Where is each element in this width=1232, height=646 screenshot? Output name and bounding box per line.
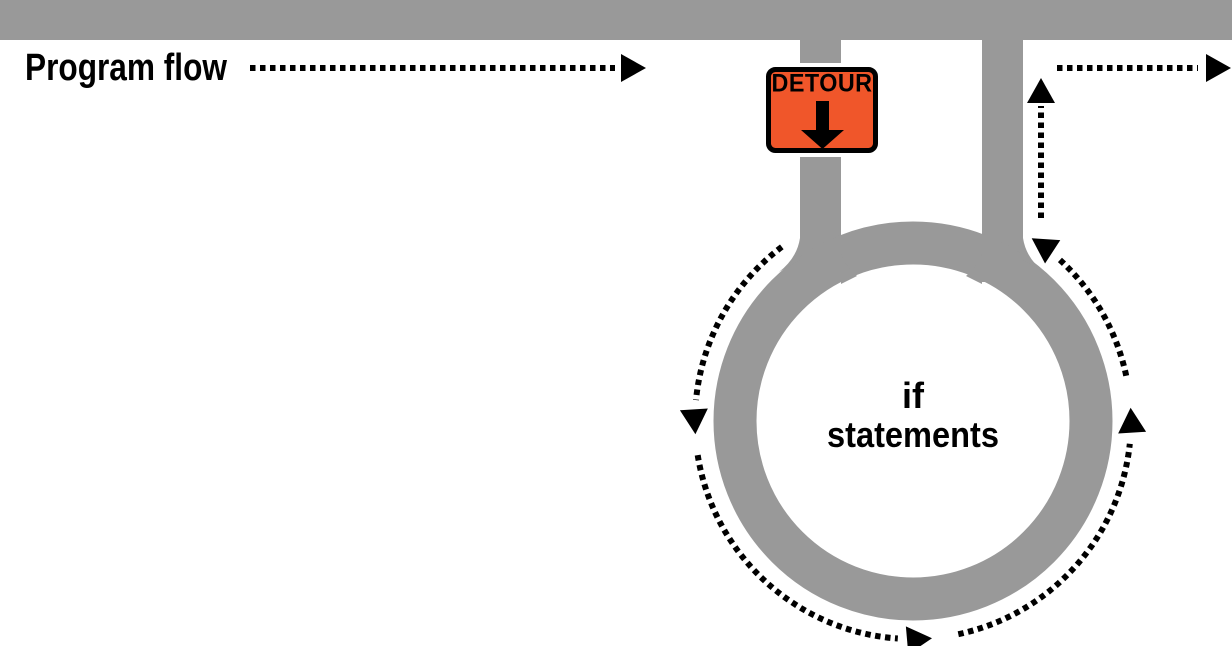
roundabout-label-line2: statements — [827, 414, 999, 455]
loop-arrow-bottom-right — [957, 407, 1147, 638]
roundabout-road — [713, 221, 1113, 621]
loop-arrowhead-upleft-icon — [1031, 238, 1061, 264]
main-road — [0, 0, 1232, 40]
loop-arrow-upper-right — [1031, 238, 1130, 377]
program-flow-label: Program flow — [25, 47, 227, 89]
roundabout-label-line1: if — [902, 375, 925, 416]
road-fillets — [779, 238, 1044, 284]
loop-arrow-bottom-left — [694, 454, 932, 646]
program-flow-arrow — [250, 54, 646, 82]
roundabout-label: if statements — [827, 375, 999, 455]
loop-arrow-upper-left-line — [693, 244, 784, 401]
detour-sign: DETOUR — [762, 63, 882, 157]
exit-flow-arrow — [1057, 54, 1231, 82]
detour-down-arrow-icon — [801, 101, 844, 149]
program-flow-arrowhead-icon — [621, 54, 646, 82]
exit-flow-arrowhead-icon — [1206, 54, 1231, 82]
detour-sign-label: DETOUR — [772, 70, 873, 98]
loop-arrowhead-right-icon — [905, 626, 932, 646]
loop-arrow-upper-left — [679, 244, 784, 435]
loop-arrow-upper-right-line — [1056, 256, 1130, 377]
loop-arrow-bottom-left-line — [694, 454, 899, 642]
loop-arrowhead-up-icon — [1118, 407, 1147, 434]
return-up-arrow — [1027, 78, 1055, 218]
return-up-arrowhead-icon — [1027, 78, 1055, 103]
loop-arrowhead-down-icon — [679, 408, 708, 435]
